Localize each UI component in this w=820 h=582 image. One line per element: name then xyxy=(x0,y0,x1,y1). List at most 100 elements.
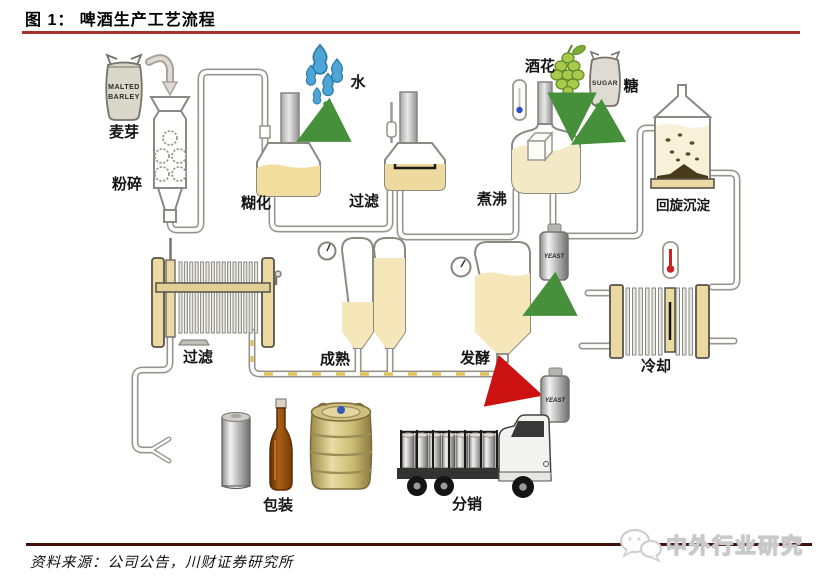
malt-sack: MALTED BARLEY xyxy=(105,53,143,121)
drip-tray xyxy=(178,339,210,346)
process-pipes xyxy=(135,72,737,461)
can-body xyxy=(540,375,570,423)
whirlpool-liquid xyxy=(656,124,709,179)
cooler-end-plate-right xyxy=(695,284,710,359)
yeast-can-pitch: YEAST xyxy=(539,223,569,281)
cargo-stakes xyxy=(400,430,498,472)
filter-press xyxy=(151,238,282,348)
press-inlet-column xyxy=(165,259,176,338)
thermometer-bulb-blue xyxy=(516,106,523,114)
label-crush: 粉碎 xyxy=(112,175,142,193)
headlight xyxy=(543,461,549,467)
label-ferment: 发酵 xyxy=(459,349,490,367)
malt-sack-text-1: MALTED xyxy=(108,84,140,91)
yeast-can-text: YEAST xyxy=(544,254,565,260)
pipe-coupling xyxy=(259,125,271,139)
grinding-wheels xyxy=(154,130,187,182)
cooler-plates xyxy=(625,287,693,356)
whirlpool-vessel xyxy=(650,84,715,189)
fermenter xyxy=(450,241,531,363)
sugar-sack-text: SUGAR xyxy=(592,80,618,87)
footer-rule xyxy=(26,543,812,546)
press-plates xyxy=(178,261,259,334)
lauter-liquid xyxy=(385,164,445,190)
can-tab xyxy=(230,414,242,418)
crusher-taper xyxy=(156,187,184,211)
label-filter: 过滤 xyxy=(183,348,213,366)
maturation-tanks xyxy=(317,237,406,349)
figure-title: 图 1： 啤酒生产工艺流程 xyxy=(25,12,216,29)
boil-kettle xyxy=(511,79,581,194)
yeast-harvest-arrow xyxy=(483,354,544,407)
label-hops: 酒花 xyxy=(525,57,555,75)
boil-chimney xyxy=(537,81,553,127)
press-frame-right xyxy=(261,257,275,348)
cab-window xyxy=(511,421,544,437)
truck-bed xyxy=(397,468,501,479)
bottle-cap xyxy=(275,398,287,409)
keg-body xyxy=(309,413,373,490)
mash-tun xyxy=(256,92,321,197)
source-note: 资料来源：公司公告，川财证券研究所 xyxy=(30,555,294,571)
label-cool: 冷却 xyxy=(641,357,671,375)
trub-specks xyxy=(665,133,699,162)
bottle-body xyxy=(269,407,293,491)
press-frame-left xyxy=(151,257,165,348)
truck-wheels xyxy=(407,476,534,498)
whirlpool-funnel xyxy=(652,84,713,118)
yeast-can-harvest: YEAST xyxy=(540,367,570,423)
keg-ribs xyxy=(309,432,373,475)
crusher-mill xyxy=(149,96,191,223)
watermark: 中外行业研究 xyxy=(619,527,804,563)
beer-can xyxy=(221,411,251,490)
keg-handles xyxy=(317,402,365,408)
tank-2-liquid xyxy=(374,258,405,348)
crusher-spout xyxy=(163,209,177,223)
sack-ties xyxy=(105,53,143,66)
thermometer-bulb-red xyxy=(666,265,675,273)
mash-chimney xyxy=(280,92,300,146)
label-whirlpool: 回旋沉淀 xyxy=(656,197,710,213)
sack-body xyxy=(105,61,143,121)
label-mature: 成熟 xyxy=(320,350,350,368)
fermenter-liquid xyxy=(475,272,530,354)
packaging-containers xyxy=(221,398,373,491)
water-arrow xyxy=(296,97,352,142)
sediment-pile xyxy=(657,164,708,179)
beer-bottle xyxy=(269,398,293,491)
press-crossbar xyxy=(155,282,271,293)
sugar-sack: SUGAR xyxy=(589,50,621,107)
pipe-whirlpool-to-cooler xyxy=(710,173,737,287)
label-distribute: 分销 xyxy=(452,495,482,513)
label-malt: 麦芽 xyxy=(109,123,139,141)
stage-labels: 麦芽 粉碎 糊化 水 过滤 煮沸 酒花 糖 回旋沉淀 冷却 发酵 成熟 过滤 包… xyxy=(109,57,711,514)
label-package: 包装 xyxy=(263,496,294,514)
watermark-text: 中外行业研究 xyxy=(665,534,804,558)
press-valve xyxy=(274,270,282,278)
gray-arrowhead xyxy=(161,81,179,97)
sack-pour-arrow xyxy=(145,54,179,97)
label-sugar: 糖 xyxy=(623,77,638,95)
yeast-pitch-arrow xyxy=(522,271,578,316)
label-lauter: 过滤 xyxy=(349,192,379,210)
crusher-funnel xyxy=(149,96,191,112)
hop-cone xyxy=(550,44,586,97)
chat-bubbles-icon xyxy=(620,529,662,563)
hop-leaf xyxy=(572,44,586,56)
inner-cube xyxy=(526,131,554,162)
beer-process-diagram: MALTED BARLEY xyxy=(105,43,820,514)
label-mash: 糊化 xyxy=(241,194,271,212)
sight-glass xyxy=(386,121,397,138)
plate-cooler xyxy=(609,241,710,359)
tank-1-liquid xyxy=(342,302,373,348)
pipe-filter-to-packaging xyxy=(135,335,170,450)
cooler-end-plate-left xyxy=(609,284,624,359)
yeast-can-text: YEAST xyxy=(545,398,566,404)
lauter-tun xyxy=(384,91,446,191)
mash-liquid xyxy=(257,164,320,196)
whirlpool-base xyxy=(650,178,715,189)
beer-keg xyxy=(309,402,373,490)
label-boil: 煮沸 xyxy=(476,190,507,208)
sugar-arrow xyxy=(570,98,627,145)
